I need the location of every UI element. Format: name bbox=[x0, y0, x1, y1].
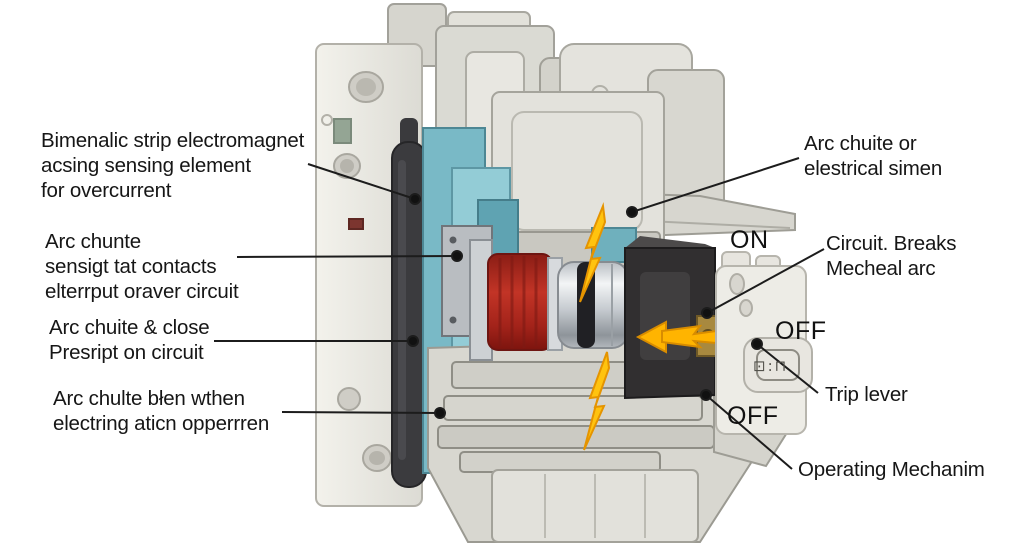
label-operating-mechanism: Operating Mechanim bbox=[798, 458, 985, 481]
label-line: sensigt tat contacts bbox=[45, 255, 217, 278]
callout-line bbox=[236, 255, 458, 258]
plunger-cylinder bbox=[557, 261, 629, 349]
bimetallic-strip bbox=[391, 118, 427, 488]
label-circuit-breaks: Circuit. Breaks Mecheal arc bbox=[826, 231, 956, 281]
solenoid-coil bbox=[487, 253, 563, 351]
off-indicator-lower: OFF bbox=[727, 402, 779, 430]
callout-line bbox=[756, 343, 819, 394]
label-contacts: Arc chunte sensigt tat contacts elterrpu… bbox=[45, 229, 239, 304]
housing-slot bbox=[729, 273, 745, 295]
callout-line bbox=[631, 157, 800, 213]
callout-dot bbox=[626, 206, 638, 218]
callout-dot bbox=[700, 389, 712, 401]
label-arc-chute-right: Arc chuite or elestrical simen bbox=[804, 131, 942, 181]
label-line: Bimenalic strip electromagnet bbox=[41, 129, 305, 152]
callout-dot bbox=[701, 307, 713, 319]
callout-dot bbox=[434, 407, 446, 419]
label-line: Arc chuite or bbox=[804, 132, 917, 155]
plunger-band bbox=[577, 262, 595, 348]
molded-marking: ⊡:⊓ bbox=[753, 357, 789, 375]
callout-line bbox=[706, 248, 825, 314]
label-line: electring aticn opperrren bbox=[53, 412, 270, 435]
label-line: Arc chuite & close bbox=[49, 316, 210, 339]
arc-bolt-upper bbox=[579, 202, 607, 303]
label-line: acsing sensing element bbox=[41, 154, 251, 177]
callout-line bbox=[281, 411, 441, 414]
right-housing bbox=[715, 251, 813, 435]
on-indicator: ON bbox=[730, 226, 769, 254]
callout-dot bbox=[409, 193, 421, 205]
label-line: Arc chunte bbox=[45, 230, 141, 253]
label-bimetallic-strip: Bimenalic strip electromagnet acsing sen… bbox=[41, 128, 304, 203]
housing-slot bbox=[739, 299, 753, 317]
off-indicator-upper: OFF bbox=[775, 317, 827, 345]
callout-dot bbox=[751, 338, 763, 350]
label-line: Presript on circuit bbox=[49, 341, 204, 364]
label-arc-chute-close: Arc chuite & close Presript on circuit bbox=[49, 315, 210, 365]
label-trip-lever: Trip lever bbox=[825, 383, 908, 406]
toggle-slot bbox=[756, 349, 800, 381]
label-line: for overcurrent bbox=[41, 179, 172, 202]
arc-arrow bbox=[635, 320, 717, 354]
callouts bbox=[214, 157, 825, 470]
panel-green-window bbox=[333, 118, 352, 144]
label-line: Arc chulte błen wthen bbox=[53, 387, 245, 410]
label-line: elterrput oraver circuit bbox=[45, 280, 239, 303]
callout-line bbox=[307, 163, 416, 200]
label-line: elestrical simen bbox=[804, 157, 943, 180]
label-line: Circuit. Breaks bbox=[826, 232, 957, 255]
callout-line bbox=[705, 394, 793, 470]
arc-bolt-lower bbox=[583, 351, 611, 451]
label-line: Mecheal arc bbox=[826, 257, 936, 280]
callout-dot bbox=[451, 250, 463, 262]
panel-hole bbox=[337, 387, 361, 411]
panel-red-indicator bbox=[348, 218, 364, 230]
callout-dot bbox=[407, 335, 419, 347]
label-arc-chute-open: Arc chulte błen wthen electring aticn op… bbox=[53, 386, 269, 436]
